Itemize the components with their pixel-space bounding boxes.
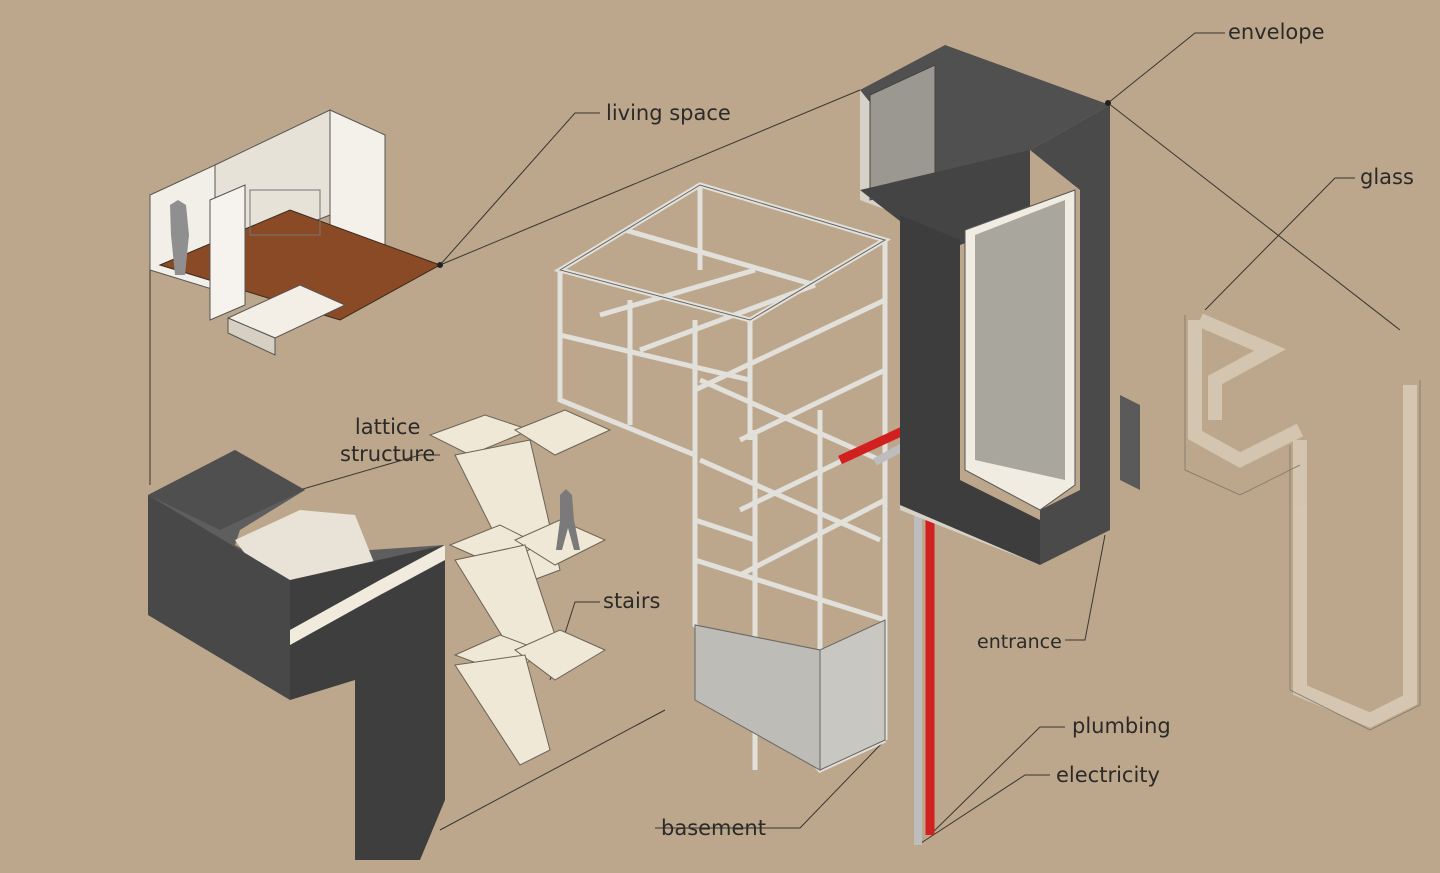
lower-envelope-block: [148, 450, 445, 860]
label-living-space: living space: [606, 101, 731, 125]
label-stairs: stairs: [603, 589, 661, 613]
label-electricity: electricity: [1056, 763, 1160, 787]
leader-dot-icon: [1105, 100, 1111, 106]
glass-panels: [1188, 313, 1417, 728]
leader-lines: [149, 32, 1401, 846]
label-lattice-line2: structure: [340, 442, 436, 467]
stairs: [428, 409, 612, 766]
label-lattice-line1: lattice: [354, 415, 421, 439]
label-glass: glass: [1360, 165, 1414, 189]
label-entrance: entrance: [977, 631, 1062, 653]
human-figure-icon: [556, 489, 580, 550]
label-envelope: envelope: [1228, 20, 1325, 44]
upper-envelope-block: [860, 45, 1140, 565]
label-basement: basement: [661, 816, 766, 840]
living-space-module: [149, 109, 443, 356]
label-plumbing: plumbing: [1072, 714, 1171, 738]
human-figure-icon: [170, 200, 189, 275]
label-lattice-structure: lattice structure: [340, 414, 435, 469]
leader-dot-icon: [437, 262, 443, 268]
